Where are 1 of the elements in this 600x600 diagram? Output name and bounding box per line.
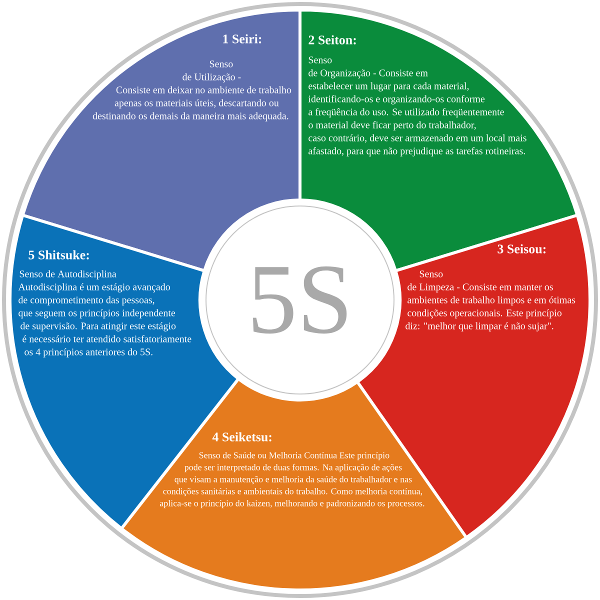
ring-segment: 4 Seiketsu: Senso de Saúde ou Melhoria Contínua Este princípio pode ser interpretado de duas formas. Na aplicação de ações que visam a manutenção e melhoria da saúde do trabalhador e nas condições sanitárias e ambientais do trabalho. Como melhoria contínua, aplica-se o princípio do kaizen, melhorando e padronizando os processos. (120, 377, 468, 592)
